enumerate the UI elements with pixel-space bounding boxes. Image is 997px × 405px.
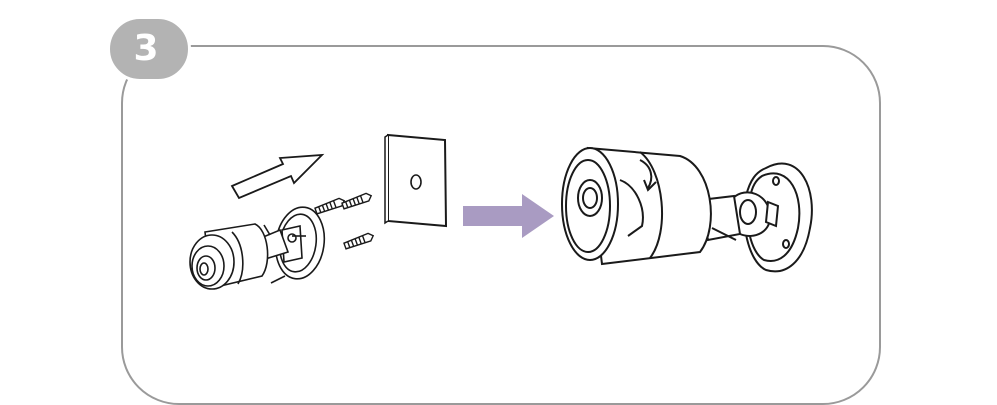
step-number: 3 xyxy=(133,28,159,69)
camera-assembled-icon xyxy=(561,146,813,273)
outline-arrow-icon xyxy=(230,153,325,200)
camera-exploded-icon xyxy=(189,206,326,290)
anchor-top-right-icon xyxy=(341,192,373,210)
illustration xyxy=(189,133,813,290)
wall-plate-icon xyxy=(384,133,448,228)
wall-anchors xyxy=(314,192,375,250)
anchor-top-left-icon xyxy=(314,197,346,215)
step-badge: 3 xyxy=(107,16,191,82)
solid-arrow-icon xyxy=(463,194,554,238)
anchor-bottom-icon xyxy=(343,232,375,250)
